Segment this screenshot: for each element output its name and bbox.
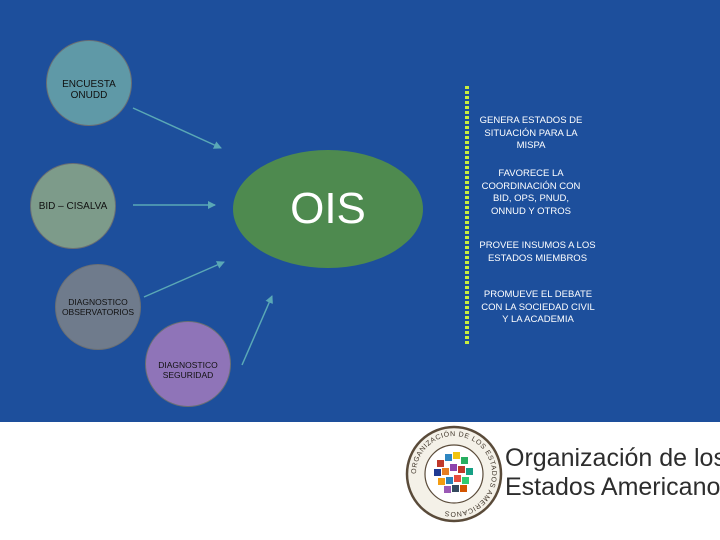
center-node-ois: OIS xyxy=(233,150,423,268)
center-label: OIS xyxy=(290,184,366,233)
arrow-icon xyxy=(143,261,225,298)
node-observatorios-label: DIAGNOSTICO OBSERVATORIOS xyxy=(61,297,135,317)
function-favorece-coordinacion: FAVORECE LA COORDINACIÓN CON BID, OPS, P… xyxy=(481,168,581,217)
footer-band xyxy=(0,422,720,540)
org-name: Organización de los Estados Americanos xyxy=(505,444,720,502)
function-promueve-debate: PROMUEVE EL DEBATE CON LA SOCIEDAD CIVIL… xyxy=(481,289,595,325)
org-name-line2: Estados Americanos xyxy=(505,473,720,501)
oas-emblem-icon: ORGANIZACIÓN DE LOS ESTADOS AMERICANOS xyxy=(405,425,503,523)
arrow-icon xyxy=(132,107,222,149)
org-name-line1: Organización de los xyxy=(505,444,720,472)
node-diagnostico-observatorios: DIAGNOSTICO OBSERVATORIOS xyxy=(55,264,141,350)
node-bid-label: BID – CISALVA xyxy=(38,200,108,212)
function-genera-estados: GENERA ESTADOS DE SITUACIÓN PARA LA MISP… xyxy=(479,115,583,151)
node-diagnostico-seguridad: DIAGNOSTICO SEGURIDAD xyxy=(145,321,231,407)
node-bid-cisalva: BID – CISALVA xyxy=(30,163,116,249)
dotted-divider xyxy=(465,86,469,346)
node-seguridad-label: DIAGNOSTICO SEGURIDAD xyxy=(158,360,218,380)
arrow-icon xyxy=(241,295,273,366)
function-provee-insumos: PROVEE INSUMOS A LOS ESTADOS MIEMBROS xyxy=(479,240,596,264)
node-encuesta-onudd: ENCUESTA ONUDD xyxy=(46,40,132,126)
node-encuesta-label: ENCUESTA ONUDD xyxy=(62,79,116,101)
